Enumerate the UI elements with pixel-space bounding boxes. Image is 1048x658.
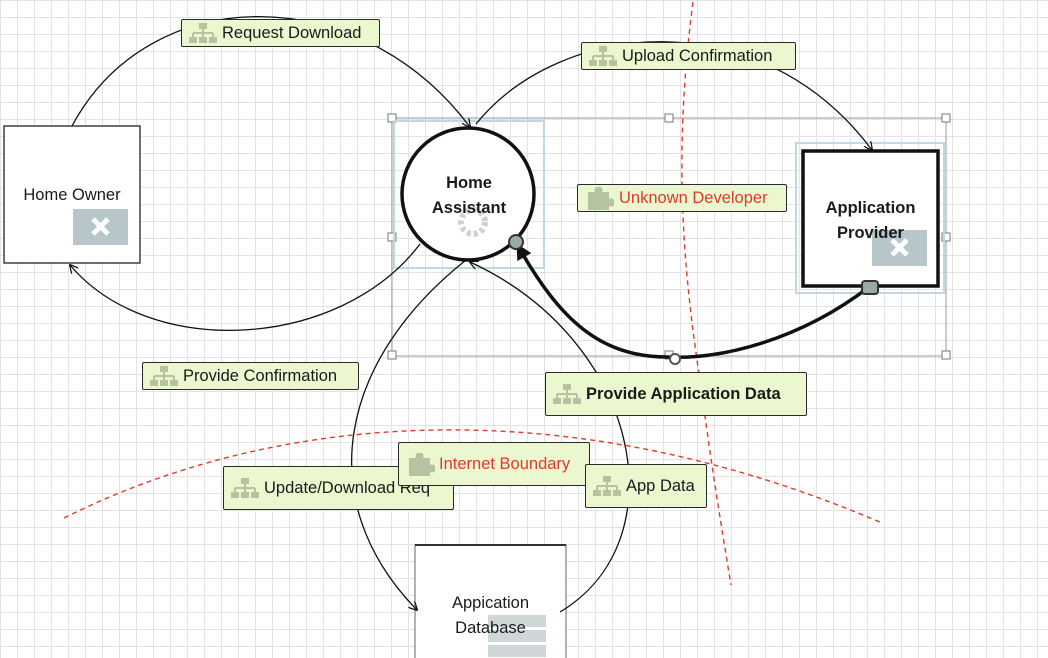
app-data-label[interactable]: App Data [585,464,707,508]
internet-boundary-label[interactable]: Internet Boundary [398,442,590,486]
hierarchy-icon [189,23,217,43]
gear-icon [458,207,488,237]
hierarchy-icon [593,476,621,496]
connection-handle[interactable] [508,234,524,250]
upload-confirmation-label[interactable]: Upload Confirmation [581,42,796,70]
provide-confirmation-flow[interactable] [70,243,421,331]
app-data-flow[interactable] [470,262,630,613]
hierarchy-icon [553,384,581,404]
provide-confirmation-label[interactable]: Provide Confirmation [142,362,359,390]
application-database-node[interactable] [414,544,567,658]
x-placeholder-icon [872,230,927,266]
unknown-developer-label[interactable]: Unknown Developer [577,184,787,212]
puzzle-piece-icon [409,453,435,476]
connection-handle[interactable] [669,353,681,365]
home-owner-node[interactable] [3,125,141,264]
puzzle-piece-icon [588,187,614,210]
provide-application-data-label[interactable]: Provide Application Data [545,372,807,416]
unknown-developer-boundary-line[interactable] [681,1,732,586]
application-database-label: Appication Database [451,594,530,637]
request-download-flow[interactable] [71,15,470,127]
upload-confirmation-flow[interactable] [475,41,872,150]
connection-handle[interactable] [861,280,879,295]
application-provider-label: Application Provider [825,199,916,242]
internet-boundary-line[interactable] [63,429,883,524]
home-assistant-label: Home Assistant [431,174,507,217]
application-provider-node[interactable] [795,142,945,294]
provide-application-data-flow[interactable] [516,243,871,360]
update-download-req-flow[interactable] [351,259,467,610]
home-owner-label: Home Owner [23,186,121,204]
hierarchy-icon [589,46,617,66]
hierarchy-icon [231,478,259,498]
hierarchy-icon [150,366,178,386]
request-download-label[interactable]: Request Download [181,19,380,47]
x-placeholder-icon [73,209,128,245]
server-icon [488,615,546,657]
